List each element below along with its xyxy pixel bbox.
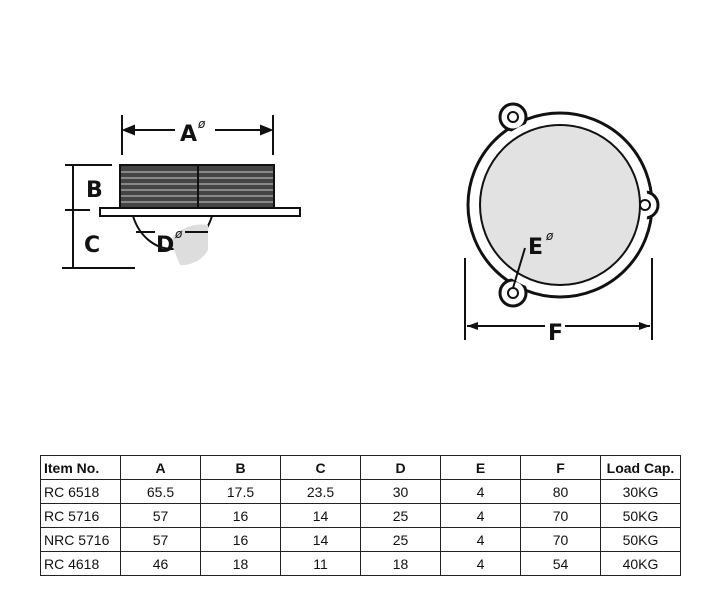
diameter-symbol: ø xyxy=(545,229,554,243)
table-cell: 46 xyxy=(120,551,201,576)
table-cell: 14 xyxy=(280,503,361,528)
table-cell: RC 5716 xyxy=(40,503,121,528)
label-a: A xyxy=(180,122,197,147)
table-cell: RC 4618 xyxy=(40,551,121,576)
table-cell: 18 xyxy=(360,551,441,576)
label-d: D xyxy=(156,233,174,258)
table-cell: NRC 5716 xyxy=(40,527,121,552)
table-cell: 70 xyxy=(520,527,601,552)
header-f: F xyxy=(520,455,601,480)
table-cell: 11 xyxy=(280,551,361,576)
table-cell: 80 xyxy=(520,479,601,504)
table-cell: 54 xyxy=(520,551,601,576)
table-header-row: Item No. A B C D E F Load Cap. xyxy=(40,455,681,480)
table-cell: 30 xyxy=(360,479,441,504)
table-cell: 14 xyxy=(280,527,361,552)
diameter-symbol: ø xyxy=(197,117,206,131)
label-b: B xyxy=(86,178,103,203)
label-f: F xyxy=(548,321,563,346)
table-cell: 17.5 xyxy=(200,479,281,504)
top-view-diagram xyxy=(464,102,660,340)
header-e: E xyxy=(440,455,521,480)
table-cell: 18 xyxy=(200,551,281,576)
table-cell: 30KG xyxy=(600,479,681,504)
table-cell: 50KG xyxy=(600,527,681,552)
table-cell: 57 xyxy=(120,527,201,552)
header-d: D xyxy=(360,455,441,480)
table-cell: 57 xyxy=(120,503,201,528)
table-cell: RC 6518 xyxy=(40,479,121,504)
diameter-symbol: ø xyxy=(174,227,183,241)
table-cell: 4 xyxy=(440,551,521,576)
table-cell: 16 xyxy=(200,527,281,552)
table-cell: 25 xyxy=(360,503,441,528)
header-b: B xyxy=(200,455,281,480)
header-item-no: Item No. xyxy=(40,455,121,480)
side-view-diagram xyxy=(62,115,301,269)
header-a: A xyxy=(120,455,201,480)
caster-diagrams: A ø B C D ø E ø F xyxy=(62,102,660,346)
table-cell: 16 xyxy=(200,503,281,528)
table-cell: 50KG xyxy=(600,503,681,528)
table-cell: 70 xyxy=(520,503,601,528)
table-cell: 23.5 xyxy=(280,479,361,504)
table-cell: 25 xyxy=(360,527,441,552)
table-cell: 4 xyxy=(440,503,521,528)
table-cell: 4 xyxy=(440,527,521,552)
table-cell: 65.5 xyxy=(120,479,201,504)
label-c: C xyxy=(84,233,100,258)
table-cell: 40KG xyxy=(600,551,681,576)
header-c: C xyxy=(280,455,361,480)
label-e: E xyxy=(528,235,543,260)
table-cell: 4 xyxy=(440,479,521,504)
header-load-cap: Load Cap. xyxy=(600,455,681,480)
